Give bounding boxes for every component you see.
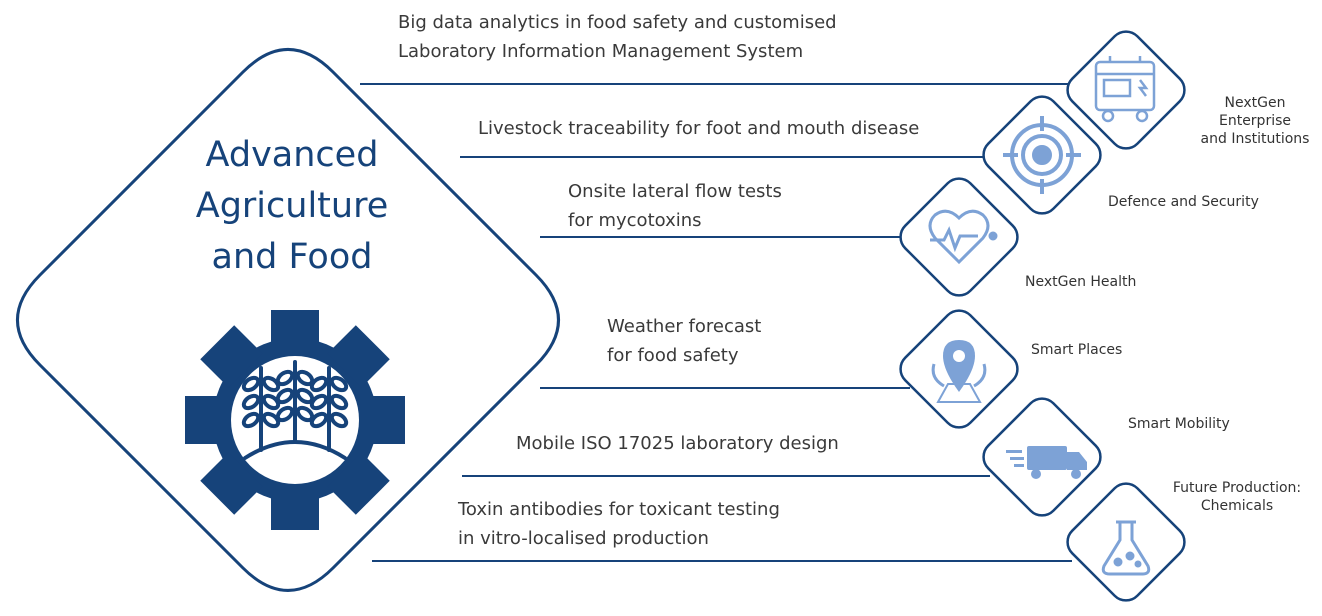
- caption-livestock: Livestock traceability for foot and mout…: [478, 118, 920, 139]
- caption-weather: Weather forecast for food safety: [607, 316, 762, 366]
- sector-label-health: NextGen Health: [1025, 274, 1137, 290]
- generator-icon: [1094, 56, 1156, 123]
- sector-diamond-1: [1066, 30, 1186, 150]
- sector-label-enterprise: NextGen Enterprise and Institutions: [1200, 95, 1310, 147]
- caption-toxin-antibodies: Toxin antibodies for toxicant testing in…: [458, 499, 780, 549]
- hub-title: Advanced Agriculture and Food: [195, 135, 389, 277]
- connector-lines: [360, 83, 1072, 562]
- gear-wheat-icon: [185, 310, 405, 530]
- sector-label-smart-places: Smart Places: [1031, 342, 1123, 358]
- heartbeat-icon: [928, 209, 998, 265]
- map-pin-icon: [931, 340, 987, 403]
- sector-label-future-production: Future Production: Chemicals: [1172, 480, 1302, 514]
- delivery-truck-icon: [1006, 446, 1087, 479]
- caption-mobile-lab: Mobile ISO 17025 laboratory design: [516, 433, 839, 454]
- caption-big-data: Big data analytics in food safety and cu…: [398, 12, 837, 62]
- sector-label-defence: Defence and Security: [1108, 194, 1259, 210]
- flask-icon: [1101, 520, 1151, 576]
- sector-diamond-6: [1066, 482, 1186, 602]
- sector-label-smart-mobility: Smart Mobility: [1128, 416, 1230, 432]
- caption-lateral-flow: Onsite lateral flow tests for mycotoxins: [568, 181, 782, 231]
- target-icon: [1003, 116, 1081, 194]
